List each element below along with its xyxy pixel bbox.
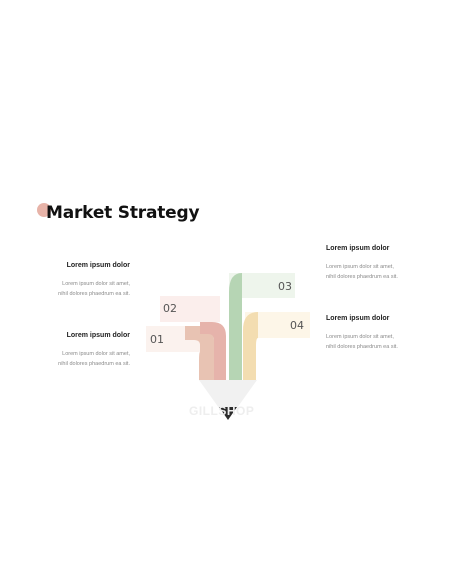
info-text-line-2: nihil dolores phaedrum ea sit. [58, 290, 130, 297]
info-text-line-1: Lorem ipsum dolor sit amet, [62, 351, 130, 357]
info-heading: Lorem ipsum dolor [66, 332, 130, 339]
step-03-ribbon [229, 273, 242, 380]
info-text-line-1: Lorem ipsum dolor sit amet, [326, 334, 394, 340]
step-01-number: 01 [150, 333, 164, 346]
info-block-2: Lorem ipsum dolor Lorem ipsum dolor sit … [10, 332, 130, 369]
step-02-tab [160, 296, 220, 322]
step-04-tab [245, 312, 310, 338]
step-02-ribbon [200, 322, 226, 380]
step-03-tab [229, 273, 295, 298]
pencil-tip [219, 407, 237, 420]
info-heading: Lorem ipsum dolor [326, 245, 390, 252]
info-text-line-2: nihil dolores phaedrum ea sit. [326, 273, 398, 280]
info-block-1: Lorem ipsum dolor Lorem ipsum dolor sit … [10, 262, 130, 299]
info-text-line-1: Lorem ipsum dolor sit amet, [62, 281, 130, 287]
info-text: Lorem ipsum dolor sit amet, nihil dolore… [326, 333, 446, 352]
step-02-number: 02 [163, 302, 177, 315]
info-text-line-2: nihil dolores phaedrum ea sit. [58, 360, 130, 367]
info-text: Lorem ipsum dolor sit amet, nihil dolore… [326, 263, 446, 282]
page-title: Market Strategy [46, 203, 200, 223]
info-block-3: Lorem ipsum dolor Lorem ipsum dolor sit … [326, 245, 446, 282]
info-text-line-1: Lorem ipsum dolor sit amet, [326, 264, 394, 270]
pencil-cone [199, 380, 257, 408]
info-text: Lorem ipsum dolor sit amet, nihil dolore… [10, 350, 130, 369]
info-text-line-2: nihil dolores phaedrum ea sit. [326, 343, 398, 350]
info-heading: Lorem ipsum dolor [326, 315, 390, 322]
step-03-number: 03 [278, 280, 292, 293]
info-block-4: Lorem ipsum dolor Lorem ipsum dolor sit … [326, 315, 446, 352]
info-text: Lorem ipsum dolor sit amet, nihil dolore… [10, 280, 130, 299]
step-01-ribbon [185, 326, 214, 380]
title-accent-dot [37, 203, 51, 217]
watermark-text: GILLSHOP [189, 404, 255, 418]
step-04-ribbon [243, 312, 258, 380]
info-heading: Lorem ipsum dolor [66, 262, 130, 269]
step-04-number: 04 [290, 319, 304, 332]
